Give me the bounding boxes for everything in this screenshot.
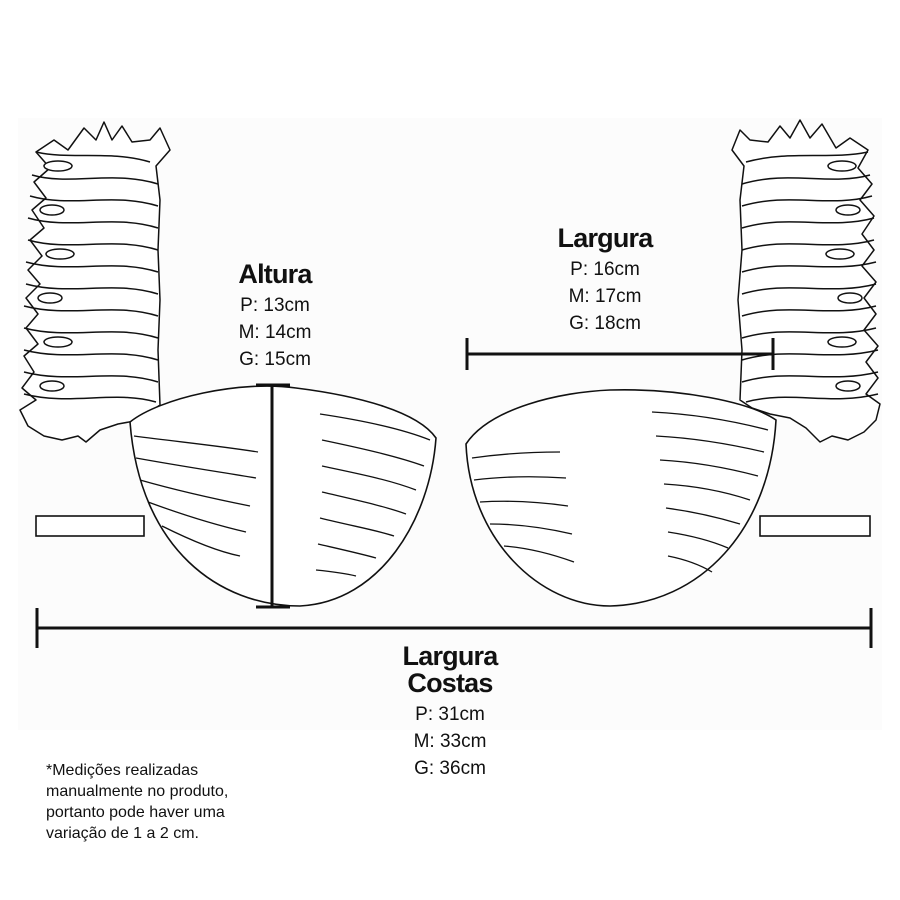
altura-size-p: P: 13cm [240, 295, 310, 316]
right-cup [465, 389, 777, 607]
altura-size-m: M: 14cm [238, 322, 312, 343]
largura-size-g: G: 18cm [569, 313, 641, 334]
largura-costas-sizes: P: 31cm M: 33cm G: 36cm [385, 701, 515, 782]
altura-size-g: G: 15cm [239, 349, 311, 370]
back-band [35, 515, 871, 537]
left-cup [129, 385, 437, 607]
altura-measure-line [256, 383, 290, 609]
largura-costas-title-line2: Costas [407, 668, 493, 698]
largura-costas-measure-line [35, 608, 873, 648]
largura-title: Largura [557, 223, 654, 253]
largura-costas-label-block: Largura Costas P: 31cm M: 33cm G: 36cm [385, 643, 515, 782]
largura-size-m: M: 17cm [568, 286, 642, 307]
largura-costas-size-p: P: 31cm [415, 704, 485, 725]
largura-size-p: P: 16cm [570, 259, 640, 280]
largura-label-block: Largura P: 16cm M: 17cm G: 18cm [545, 225, 665, 337]
largura-sizes: P: 16cm M: 17cm G: 18cm [545, 256, 665, 337]
measurement-note: *Medições realizadas manualmente no prod… [46, 762, 229, 842]
largura-costas-size-g: G: 36cm [414, 758, 486, 779]
largura-costas-size-m: M: 33cm [413, 731, 487, 752]
largura-costas-title-line1: Largura [402, 641, 499, 671]
altura-label-block: Altura P: 13cm M: 14cm G: 15cm [215, 261, 335, 373]
left-coral-strap [19, 121, 171, 443]
altura-title: Altura [238, 259, 312, 289]
right-coral-strap [731, 119, 881, 443]
largura-measure-line [465, 338, 775, 370]
altura-sizes: P: 13cm M: 14cm G: 15cm [215, 292, 335, 373]
